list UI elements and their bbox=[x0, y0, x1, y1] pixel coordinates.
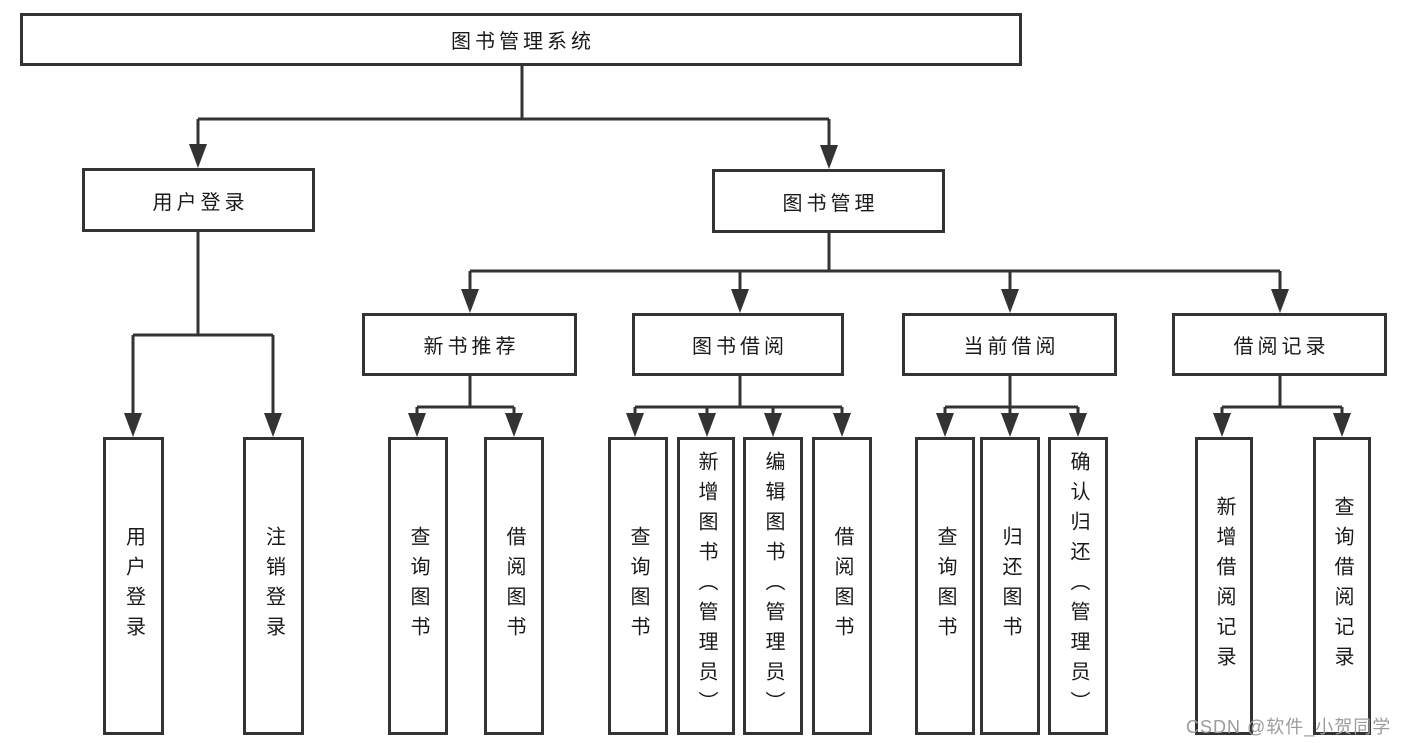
leaf-add-borrow-record-label: 新增借阅记录 bbox=[1213, 496, 1235, 676]
leaf-return-book-label: 归还图书 bbox=[999, 526, 1021, 646]
arrow-down-icon bbox=[1001, 289, 1019, 313]
arrow-down-icon bbox=[1069, 413, 1087, 437]
leaf-recommend-borrow-book-label: 借阅图书 bbox=[503, 526, 525, 646]
leaf-logout-login: 注销登录 bbox=[243, 437, 304, 735]
leaf-current-query-book-label: 查询图书 bbox=[934, 526, 956, 646]
leaf-logout-login-label: 注销登录 bbox=[262, 526, 285, 646]
edge-borrow-records bbox=[1220, 376, 1344, 414]
node-borrow-records: 借阅记录 bbox=[1172, 313, 1387, 376]
arrow-down-icon bbox=[1213, 413, 1231, 437]
leaf-borrow-book-label: 借阅图书 bbox=[831, 526, 853, 646]
edge-book-borrow bbox=[633, 376, 844, 414]
node-current-borrow: 当前借阅 bbox=[902, 313, 1117, 376]
arrow-down-icon bbox=[936, 413, 954, 437]
leaf-add-book-admin-label: 新增图书（管理员） bbox=[695, 451, 717, 721]
leaf-confirm-return-admin: 确认归还（管理员） bbox=[1048, 437, 1108, 735]
node-new-book-recommend-label: 新书推荐 bbox=[423, 336, 520, 358]
leaf-confirm-return-admin-label: 确认归还（管理员） bbox=[1067, 451, 1089, 721]
edge-new-book-recommend bbox=[415, 376, 516, 414]
arrow-down-icon bbox=[461, 289, 479, 313]
node-book-borrow-label: 图书借阅 bbox=[692, 336, 788, 358]
leaf-borrow-query-book: 查询图书 bbox=[608, 437, 668, 735]
leaf-recommend-query-book: 查询图书 bbox=[388, 437, 448, 735]
arrow-down-icon bbox=[764, 413, 782, 437]
node-user-login: 用户登录 bbox=[82, 168, 315, 232]
leaf-query-borrow-record-label: 查询借阅记录 bbox=[1331, 496, 1353, 676]
node-user-login-label: 用户登录 bbox=[152, 191, 249, 214]
leaf-edit-book-admin: 编辑图书（管理员） bbox=[743, 437, 803, 735]
arrow-down-icon bbox=[626, 413, 644, 437]
node-root: 图书管理系统 bbox=[20, 13, 1022, 66]
arrow-down-icon bbox=[1001, 413, 1019, 437]
arrow-down-icon bbox=[408, 413, 426, 437]
node-book-management: 图书管理 bbox=[712, 169, 945, 233]
leaf-recommend-query-book-label: 查询图书 bbox=[407, 526, 429, 646]
leaf-borrow-query-book-label: 查询图书 bbox=[627, 526, 649, 646]
leaf-edit-book-admin-label: 编辑图书（管理员） bbox=[762, 451, 784, 721]
arrow-down-icon bbox=[505, 413, 523, 437]
leaf-add-borrow-record: 新增借阅记录 bbox=[1195, 437, 1253, 735]
arrow-down-icon bbox=[264, 413, 282, 437]
leaf-return-book: 归还图书 bbox=[980, 437, 1040, 735]
leaf-borrow-book: 借阅图书 bbox=[812, 437, 872, 735]
node-book-borrow: 图书借阅 bbox=[632, 313, 844, 376]
leaf-recommend-borrow-book: 借阅图书 bbox=[484, 437, 544, 735]
node-current-borrow-label: 当前借阅 bbox=[963, 336, 1060, 358]
arrow-down-icon bbox=[731, 289, 749, 313]
arrow-down-icon bbox=[820, 145, 838, 169]
edge-current-borrow bbox=[943, 376, 1080, 414]
leaf-user-login-label: 用户登录 bbox=[122, 526, 145, 646]
node-book-management-label: 图书管理 bbox=[782, 192, 879, 215]
leaf-add-book-admin: 新增图书（管理员） bbox=[677, 437, 735, 735]
edge-root bbox=[196, 66, 831, 147]
csdn-watermark: CSDN @软件_小贺同学 bbox=[1186, 717, 1392, 737]
arrow-down-icon bbox=[833, 413, 851, 437]
arrow-down-icon bbox=[698, 413, 716, 437]
node-borrow-records-label: 借阅记录 bbox=[1233, 336, 1330, 358]
edge-user-login bbox=[131, 232, 275, 414]
node-root-label: 图书管理系统 bbox=[451, 31, 595, 53]
leaf-query-borrow-record: 查询借阅记录 bbox=[1313, 437, 1371, 735]
arrow-down-icon bbox=[1271, 289, 1289, 313]
node-new-book-recommend: 新书推荐 bbox=[362, 313, 577, 376]
edge-book-management bbox=[468, 233, 1282, 290]
leaf-current-query-book: 查询图书 bbox=[915, 437, 975, 735]
arrow-down-icon bbox=[1333, 413, 1351, 437]
arrow-down-icon bbox=[189, 144, 207, 168]
leaf-user-login: 用户登录 bbox=[103, 437, 164, 735]
arrowheads bbox=[124, 144, 1351, 437]
arrow-down-icon bbox=[124, 413, 142, 437]
